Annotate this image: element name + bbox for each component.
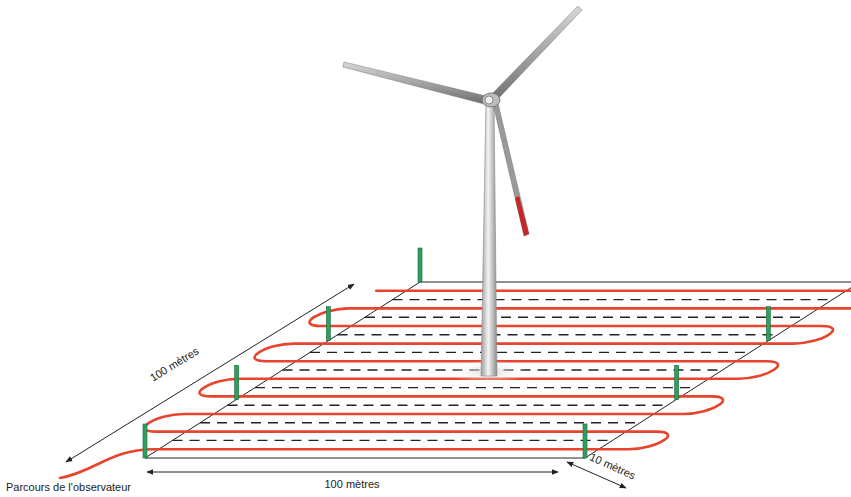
strip-line — [255, 387, 695, 388]
marker-post — [583, 424, 587, 458]
strip-line — [365, 317, 805, 318]
marker-post — [326, 307, 330, 341]
marker-post — [675, 365, 679, 399]
strip-line — [338, 334, 778, 335]
dimension-label: 100 mètres — [324, 478, 379, 491]
dimension-lines — [66, 284, 626, 488]
strip-line — [393, 299, 833, 300]
marker-post — [143, 424, 147, 458]
dimension-label: 10 mètres — [587, 450, 637, 482]
dimension-label: 100 mètres — [148, 344, 202, 384]
marker-post — [235, 365, 239, 399]
marker-post — [766, 307, 770, 341]
strip-line — [228, 405, 668, 406]
strip-line — [173, 440, 613, 441]
route-label: Parcours de l'observateur — [6, 481, 131, 494]
wind-turbine — [343, 6, 582, 384]
observer-path — [60, 291, 851, 478]
strip-line — [310, 352, 750, 353]
marker-post — [418, 248, 422, 282]
strip-line — [200, 422, 640, 423]
observer-route — [60, 291, 851, 478]
